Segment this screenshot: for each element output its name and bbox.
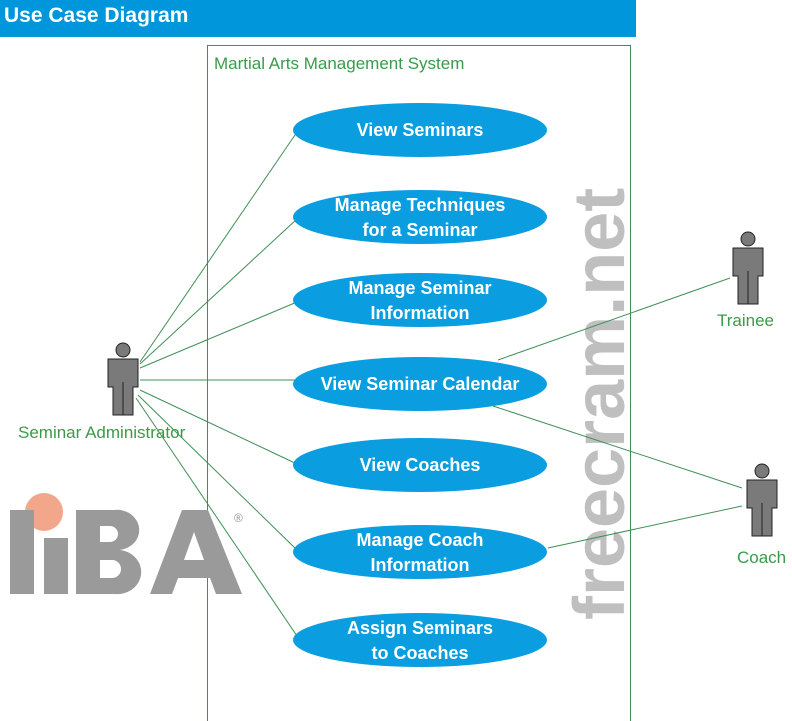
system-name: Martial Arts Management System: [214, 54, 464, 73]
use-case[interactable]: Manage Techniques for a Seminar: [293, 190, 547, 244]
use-case-ellipse: [293, 103, 547, 157]
assoc-admin-view-coaches: [139, 389, 298, 465]
logo-dot: [25, 493, 63, 531]
logo-registered-mark: ®: [234, 511, 243, 525]
use-case-label: Manage Coach: [356, 530, 483, 550]
use-case-label: View Seminars: [357, 120, 484, 140]
use-case-label: to Coaches: [371, 643, 468, 663]
actor-head: [115, 342, 131, 358]
use-case[interactable]: View Seminars: [293, 103, 547, 157]
iiba-logo: ®: [10, 493, 243, 595]
use-case-label: Information: [371, 303, 470, 323]
use-case[interactable]: Assign Seminars to Coaches: [293, 613, 547, 667]
use-case-ellipse: [293, 613, 547, 667]
assoc-trainee-calendar: [497, 277, 731, 361]
assoc-admin-manage-techniques: [139, 218, 298, 365]
actor-trainee-label: Trainee: [717, 311, 774, 330]
diagram-title-bar: Use Case Diagram: [0, 0, 636, 37]
use-case-ellipse: [293, 525, 547, 579]
use-case-label: Manage Seminar: [348, 278, 491, 298]
use-case-label: Assign Seminars: [347, 618, 493, 638]
use-case-label: Information: [371, 555, 470, 575]
actor-head: [754, 463, 770, 479]
actor-coach-label: Coach: [737, 548, 786, 567]
use-case-label: View Seminar Calendar: [321, 374, 520, 394]
assoc-admin-manage-coach-info: [137, 394, 298, 551]
use-case[interactable]: View Coaches: [293, 438, 547, 492]
use-case-ellipse: [293, 438, 547, 492]
use-case-label: View Coaches: [360, 455, 481, 475]
actor-head: [740, 231, 756, 247]
use-case-ellipse: [293, 357, 547, 411]
use-case-ellipse: [293, 273, 547, 327]
use-case-label: Manage Techniques: [335, 195, 506, 215]
actor-trainee[interactable]: [732, 231, 764, 305]
actor-admin-label: Seminar Administrator: [18, 423, 186, 442]
system-boundary: [207, 45, 631, 721]
use-case-ellipse: [293, 190, 547, 244]
actor-seminar-administrator[interactable]: [107, 342, 139, 416]
actor-coach[interactable]: [746, 463, 778, 537]
assoc-coach-calendar: [492, 405, 743, 489]
diagram-title: Use Case Diagram: [4, 4, 189, 27]
use-case-label: for a Seminar: [362, 220, 477, 240]
watermark: freecram.net: [560, 188, 640, 620]
associations: [135, 131, 743, 637]
use-case[interactable]: View Seminar Calendar: [293, 357, 547, 411]
assoc-coach-manage-coach-info: [547, 505, 743, 549]
assoc-admin-manage-seminar-info: [139, 301, 298, 369]
assoc-admin-assign-seminars: [135, 397, 298, 637]
assoc-admin-view-seminars: [139, 131, 298, 363]
